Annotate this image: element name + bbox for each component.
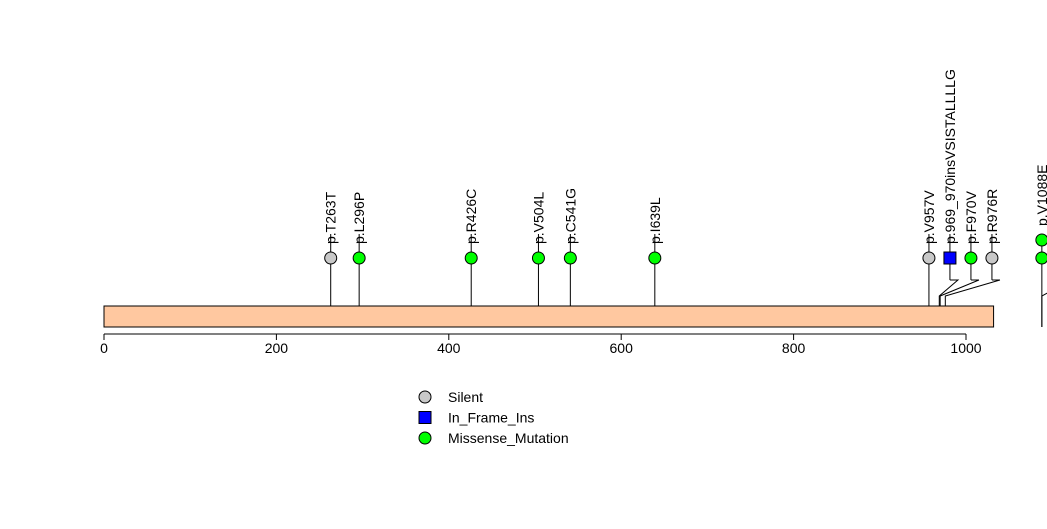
- lollipop-connector: [1041, 292, 1047, 327]
- mutation-marker-circle: [1035, 233, 1047, 247]
- legend-label: Silent: [448, 389, 483, 405]
- x-tick-label: 600: [610, 340, 634, 356]
- mutation-marker-circle: [964, 251, 978, 265]
- mutation-label: p.969_970insVSISTALLLLG: [942, 69, 958, 244]
- legend-label: Missense_Mutation: [448, 430, 569, 446]
- mutation-marker-square: [943, 251, 957, 265]
- legend-label: In_Frame_Ins: [448, 410, 534, 426]
- mutation-label: p.I639L: [647, 197, 663, 244]
- mutation-marker-circle: [563, 251, 577, 265]
- mutation-marker-circle: [922, 251, 936, 265]
- mutation-marker-circle: [1035, 251, 1047, 265]
- x-tick-label: 800: [782, 340, 806, 356]
- x-tick-label: 200: [265, 340, 289, 356]
- legend-circle-icon: [418, 390, 432, 404]
- legend-square-icon: [418, 411, 432, 424]
- mutation-marker-circle: [531, 251, 545, 265]
- mutation-marker-circle: [324, 251, 338, 265]
- legend-circle-icon: [418, 431, 432, 445]
- x-tick-label: 0: [100, 340, 108, 356]
- x-tick-label: 1000: [950, 340, 981, 356]
- mutation-label: p.R426C: [463, 189, 479, 244]
- mutation-label: p.R976R: [984, 189, 1000, 244]
- protein-bar: [103, 305, 995, 328]
- mutation-label: p.V1088E: [1034, 165, 1047, 227]
- mutation-label: p.C541G: [562, 188, 578, 244]
- mutation-label: p.V504L: [530, 192, 546, 244]
- mutation-label: p.V957V: [921, 190, 937, 244]
- mutation-marker-circle: [352, 251, 366, 265]
- x-tick-label: 400: [437, 340, 461, 356]
- mutation-label: p.T263T: [323, 191, 339, 244]
- mutation-marker-circle: [464, 251, 478, 265]
- mutation-label: p.L296P: [351, 192, 367, 244]
- mutation-marker-circle: [648, 251, 662, 265]
- mutation-label: p.F970V: [963, 190, 979, 244]
- mutation-marker-circle: [985, 251, 999, 265]
